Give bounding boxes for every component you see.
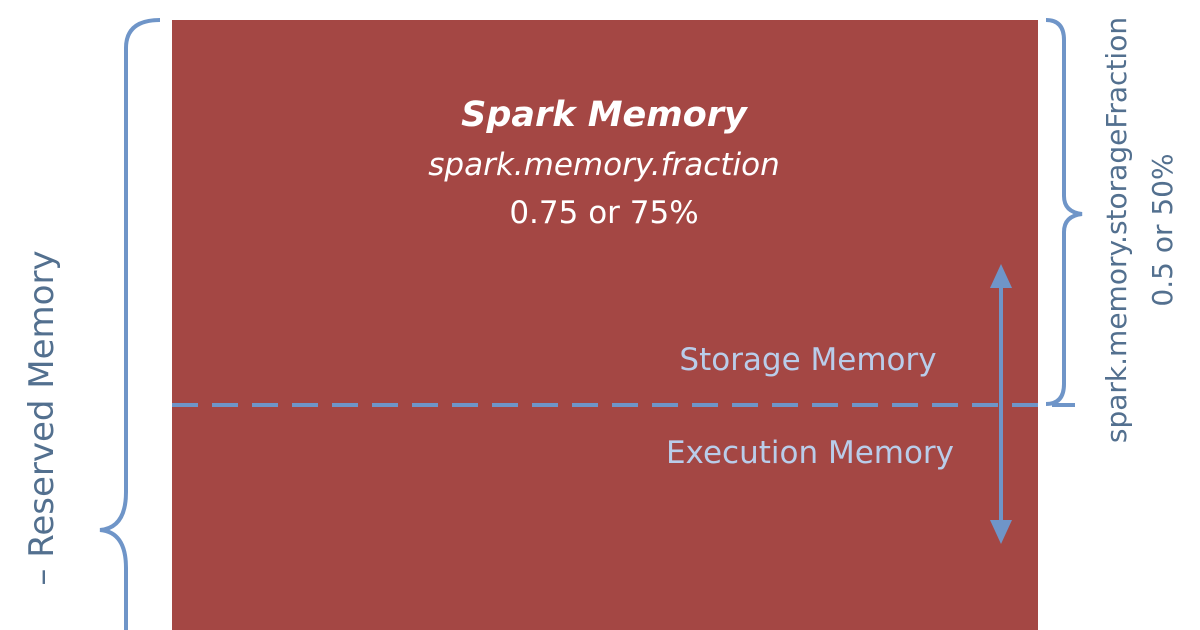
storage-fraction-value: 0.5 or 50% (1146, 153, 1179, 307)
spark-memory-title: Spark Memory (461, 95, 747, 135)
memory-fraction-value: 0.75 or 75% (509, 195, 699, 231)
left-curly-brace (99, 18, 161, 630)
storage-memory-label: Storage Memory (679, 342, 937, 378)
memory-fraction-parameter: spark.memory.fraction (428, 147, 780, 183)
storage-fraction-parameter: spark.memory.storageFraction (1100, 16, 1133, 444)
storage-fraction-annotation: spark.memory.storageFraction 0.5 or 50% (1094, 17, 1186, 443)
right-curly-brace (1045, 18, 1083, 406)
boundary-arrow-head-down (990, 520, 1012, 544)
boundary-arrow-head-up (990, 264, 1012, 288)
reserved-memory-label: – Reserved Memory (22, 250, 62, 586)
spark-memory-block (172, 20, 1038, 630)
execution-memory-label: Execution Memory (665, 435, 955, 471)
